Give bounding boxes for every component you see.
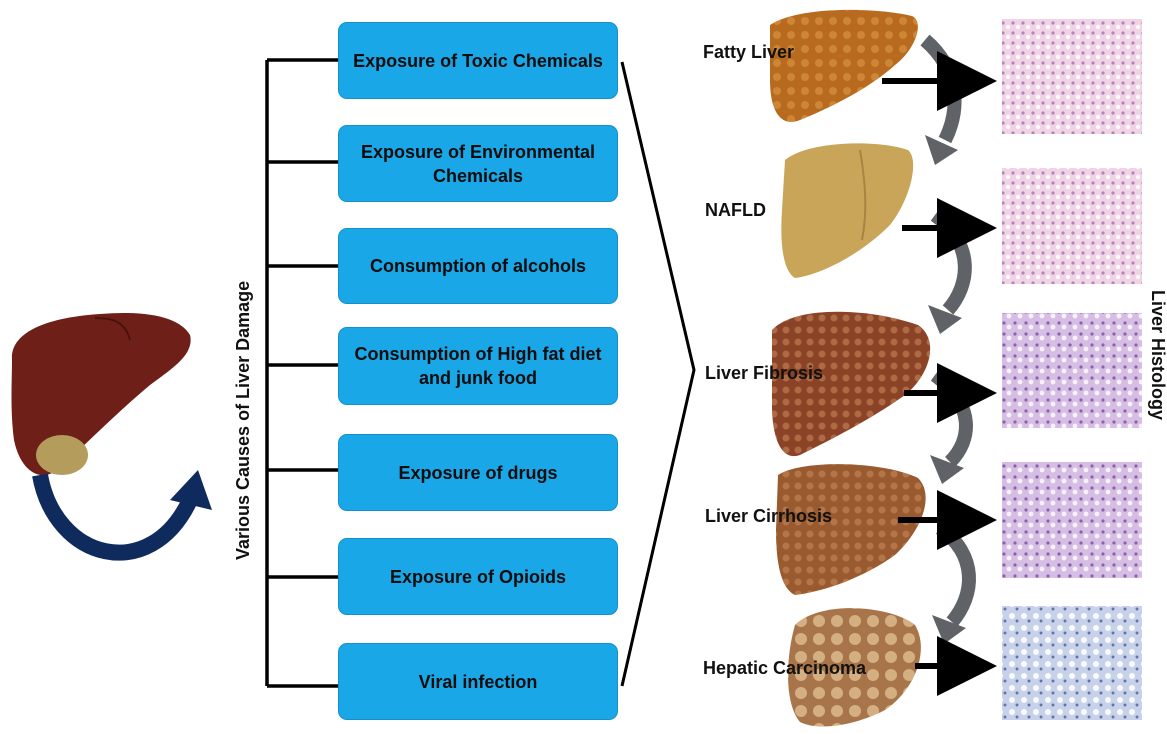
stage-nafld-label: NAFLD (705, 200, 766, 221)
causes-bracket (267, 60, 338, 686)
cause-drugs: Exposure of drugs (338, 434, 618, 511)
progression-arrow-1 (925, 40, 955, 140)
cycle-arrow-icon (40, 470, 212, 553)
progression-arrow-4 (940, 528, 969, 622)
histology-panels (1002, 19, 1142, 720)
cause-viral-infection: Viral infection (338, 643, 618, 720)
cause-opioids: Exposure of Opioids (338, 538, 618, 615)
cause-alcohol: Consumption of alcohols (338, 228, 618, 304)
causes-vertical-title: Various Causes of Liver Damage (233, 281, 254, 560)
stage-cirrhosis-label: Liver Cirrhosis (705, 506, 832, 527)
cirrhosis-liver-image (776, 464, 926, 595)
histology-vertical-title: Liver Histology (1147, 290, 1167, 420)
cause-high-fat-diet: Consumption of High fat diet and junk fo… (338, 327, 618, 405)
histology-fibrosis (1002, 313, 1142, 428)
fatty-liver-image (770, 10, 918, 122)
histology-nafld (1002, 168, 1142, 284)
progression-arrow-3 (935, 375, 966, 462)
cause-environmental-chemicals: Exposure of Environmental Chemicals (338, 125, 618, 202)
histology-fatty-liver (1002, 19, 1142, 134)
stage-carcinoma-label: Hepatic Carcinoma (703, 658, 866, 679)
stage-fatty-liver-label: Fatty Liver (703, 42, 794, 63)
stage-fibrosis-label: Liver Fibrosis (705, 363, 823, 384)
cause-toxic-chemicals: Exposure of Toxic Chemicals (338, 22, 618, 99)
histology-cirrhosis (1002, 462, 1142, 578)
progression-arrows (925, 40, 969, 622)
convergence-bracket (622, 62, 694, 686)
nafld-liver-image (781, 143, 913, 278)
histology-carcinoma (1002, 606, 1142, 720)
healthy-liver-image (12, 313, 191, 475)
